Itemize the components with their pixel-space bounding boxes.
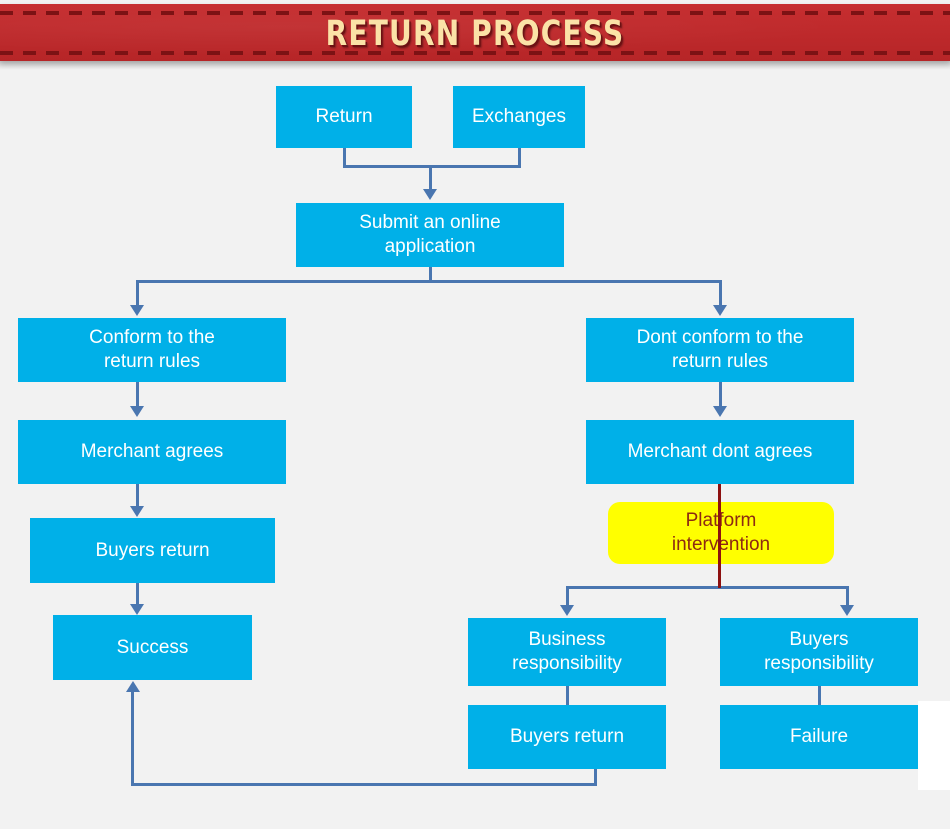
header-banner: RETURN PROCESS [0,4,950,61]
connector-red-through-platform [718,484,721,588]
page-title: RETURN PROCESS [325,14,625,54]
arrow-feedback-into-success [126,681,140,692]
connector-merge-bar [343,165,521,168]
node-buyers-return-mid[interactable]: Buyers return [468,705,666,769]
node-merchant-agrees[interactable]: Merchant agrees [18,420,286,484]
node-submit-line2: application [384,236,476,257]
node-business-responsibility[interactable]: Business responsibility [468,618,666,686]
node-submit-line1: Submit an online [359,212,501,233]
node-conform-label: Conform to the return rules [89,326,215,374]
connector-feedback-bottom [131,783,597,786]
connector-submit-down [429,267,432,282]
node-success[interactable]: Success [53,615,252,680]
node-business-resp-line1: Business [528,629,606,650]
node-dont-conform-line2: return rules [671,351,769,372]
connector-exchanges-down [518,148,521,168]
connector-split-bar-top [136,280,722,283]
node-buyers-return-left[interactable]: Buyers return [30,518,275,583]
connector-merchant-to-buyers-return [136,484,139,510]
white-artifact-patch [918,701,950,790]
connector-return-down [343,148,346,168]
node-dont-conform-label: Dont conform to the return rules [637,326,804,374]
banner-stitch-top-icon [0,11,950,15]
connector-platform-split-right-leg [846,586,849,609]
connector-feedback-down [594,769,597,786]
connector-conform-to-merchant [136,382,139,409]
node-business-responsibility-label: Business responsibility [512,628,622,676]
node-failure-label: Failure [789,726,849,747]
node-dont-conform-rules[interactable]: Dont conform to the return rules [586,318,854,382]
node-merchant-agrees-label: Merchant agrees [80,441,224,462]
connector-split-right-leg [719,280,722,309]
connector-split-left-leg [136,280,139,309]
arrow-to-success [130,604,144,615]
node-dont-conform-line1: Dont conform to the [636,327,804,348]
connector-dont-conform-to-merchant [719,382,722,409]
connector-buyers-return-to-success [136,583,139,608]
connector-merge-stem [429,165,432,190]
arrow-to-merchant-dont-agrees [713,406,727,417]
arrow-to-buyers-return-left [130,506,144,517]
node-buyers-responsibility[interactable]: Buyers responsibility [720,618,918,686]
node-exchanges[interactable]: Exchanges [453,86,585,148]
node-submit-application[interactable]: Submit an online application [296,203,564,267]
node-buyers-resp-line2: responsibility [764,653,874,674]
node-success-label: Success [116,636,189,658]
arrow-to-buyers-responsibility [840,605,854,616]
node-buyers-responsibility-label: Buyers responsibility [764,628,874,676]
banner-shadow [0,61,950,70]
banner-stitch-bottom-icon [0,51,950,55]
node-merchant-dont-agrees[interactable]: Merchant dont agrees [586,420,854,484]
arrow-to-submit [423,189,437,200]
node-buyers-resp-line1: Buyers [789,629,849,650]
connector-buyers-resp-to-failure [818,686,821,706]
node-business-resp-line2: responsibility [512,653,622,674]
node-buyers-return-mid-label: Buyers return [509,726,625,747]
connector-platform-split-bar [566,586,849,589]
connector-business-to-buyers-return [566,686,569,706]
node-merchant-dont-agrees-label: Merchant dont agrees [627,441,813,462]
node-return[interactable]: Return [276,86,412,148]
arrow-to-conform [130,305,144,316]
node-exchanges-label: Exchanges [471,106,566,127]
connector-platform-split-left-leg [566,586,569,609]
node-conform-rules[interactable]: Conform to the return rules [18,318,286,382]
node-return-label: Return [315,106,373,127]
connector-feedback-up [131,692,134,784]
arrow-to-merchant-agrees [130,406,144,417]
arrow-to-business-responsibility [560,605,574,616]
arrow-to-dont-conform [713,305,727,316]
node-failure[interactable]: Failure [720,705,918,769]
node-conform-line1: Conform to the [89,327,215,348]
node-conform-line2: return rules [103,351,201,372]
node-submit-label: Submit an online application [359,211,501,259]
node-buyers-return-left-label: Buyers return [95,539,210,561]
node-platform-intervention[interactable]: Platformintervention [608,502,834,564]
